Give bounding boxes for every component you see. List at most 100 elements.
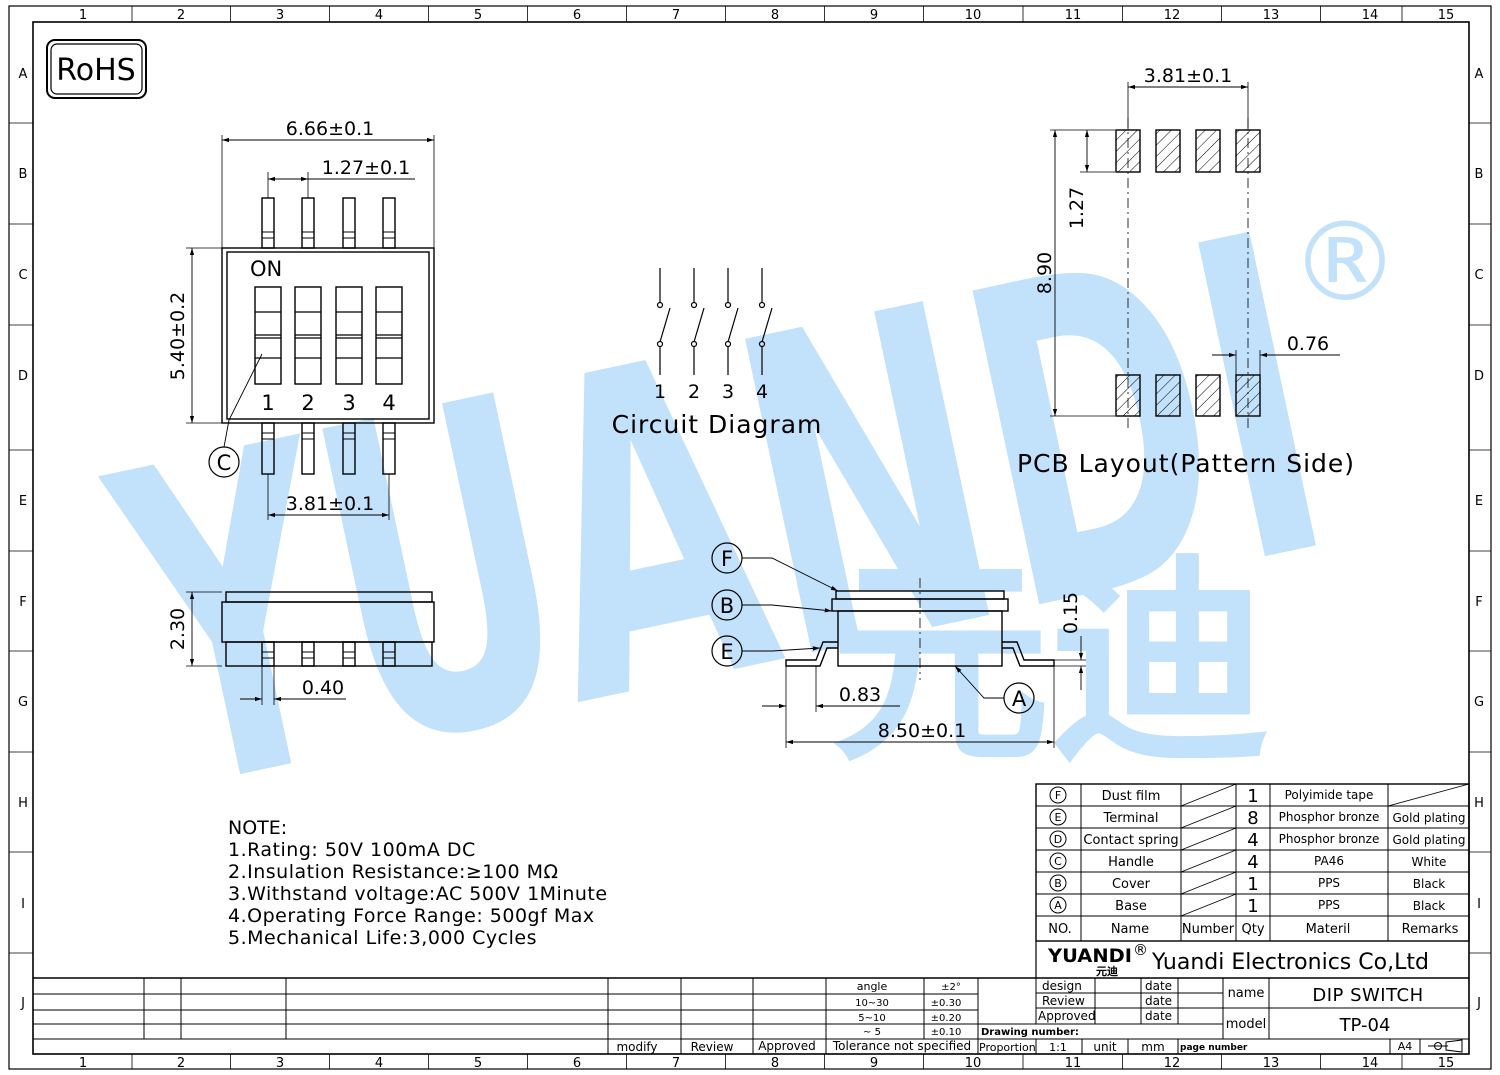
bom-name: Handle [1108, 855, 1154, 870]
bom-remarks: Black [1413, 877, 1446, 891]
paper-size: A4 [1398, 1040, 1413, 1053]
tol-t1: ±0.30 [931, 998, 962, 1009]
bottom-pin [301, 422, 315, 475]
pcb-dim-pitch: 1.27 [1066, 187, 1088, 229]
tol-label: Tolerance not specified [832, 1039, 971, 1053]
bom-mark: C [1054, 855, 1062, 868]
frame-col-number: 7 [672, 1056, 680, 1071]
callout-e: E [720, 640, 733, 664]
frame-col-number: 12 [1164, 8, 1181, 23]
frame-row-letter: J [1476, 996, 1481, 1011]
company-logo-text: YUANDI [1047, 945, 1132, 967]
frame-col-number: 5 [474, 1056, 482, 1071]
top-dim-pin-span: 3.81±0.1 [286, 493, 374, 515]
frame-row-letter: D [18, 369, 28, 384]
bom-name: Cover [1112, 877, 1151, 892]
rohs-badge: RoHS [46, 39, 147, 99]
bom-remarks: Gold plating [1393, 811, 1466, 825]
section-dim-083: 0.83 [839, 684, 881, 706]
frame-row-letter: E [1475, 494, 1483, 509]
frame-row-letter: H [18, 796, 28, 811]
frame-col-number: 4 [375, 1056, 383, 1071]
bom-material: PPS [1318, 876, 1340, 890]
circuit-title: Circuit Diagram [612, 410, 823, 439]
pcb-layout [1050, 82, 1340, 430]
circuit-number: 4 [756, 381, 768, 403]
note-line: 2.Insulation Resistance:≥100 MΩ [228, 861, 559, 883]
bom-qty: 1 [1247, 786, 1258, 807]
frame-row-letter: C [1474, 268, 1483, 283]
frame-col-number: 1 [79, 1056, 87, 1071]
frame-row-letter: A [1475, 67, 1484, 82]
model-label: model [1226, 1017, 1266, 1032]
pcb-pad [1195, 129, 1221, 173]
design-label: design [1042, 979, 1082, 993]
bom-material: Phosphor bronze [1279, 832, 1380, 846]
review-bottom-label: Review [691, 1040, 734, 1054]
company-logo-mark: ® [1133, 941, 1148, 959]
top-pin [261, 197, 275, 249]
notes-title: NOTE: [228, 817, 287, 839]
bom-header-no: NO. [1048, 922, 1072, 937]
bom-qty: 1 [1247, 896, 1258, 917]
bom-qty: 8 [1247, 808, 1258, 829]
bom-header-remarks: Remarks [1402, 922, 1459, 937]
frame-col-number: 14 [1362, 1056, 1379, 1071]
pcb-pad [1155, 374, 1181, 417]
bom-name: Dust film [1102, 789, 1161, 804]
note-line: 4.Operating Force Range: 500gf Max [228, 905, 595, 927]
approved-label: Approved [1038, 1009, 1096, 1023]
frame-col-number: 5 [474, 8, 482, 23]
tolerance-table: angle ±2° 10~30 ±0.30 5~10 ±0.20 ~ 5 ±0.… [832, 980, 971, 1053]
frame-col-number: 15 [1438, 8, 1455, 23]
section-view [711, 542, 1086, 748]
tol-r3: ~ 5 [863, 1027, 881, 1038]
bom-remarks: Black [1413, 899, 1446, 913]
frame-col-number: 2 [177, 1056, 185, 1071]
frame-row-letter: J [20, 996, 25, 1011]
bom-name: Terminal [1103, 811, 1159, 826]
top-view [186, 135, 435, 520]
watermark-cn: 元迪 [830, 536, 1270, 792]
frame-column-numbers: 1122334455667788991010111112121313141415… [79, 6, 1454, 1071]
mm-label: mm [1141, 1040, 1164, 1054]
bom-header-material: Materil [1306, 922, 1351, 937]
frame-col-number: 9 [870, 8, 878, 23]
side-view [186, 591, 435, 705]
switch-number: 1 [261, 391, 274, 415]
bom-mark: B [1054, 877, 1062, 890]
bom-remarks: Gold plating [1393, 833, 1466, 847]
callout-c: C [217, 451, 232, 475]
note-line: 5.Mechanical Life:3,000 Cycles [228, 927, 537, 949]
callout-f: F [721, 547, 733, 571]
frame-col-number: 13 [1263, 8, 1280, 23]
rohs-label: RoHS [56, 53, 135, 88]
unit-label: unit [1093, 1040, 1117, 1054]
drawing-number-label: Drawing number: [981, 1027, 1079, 1038]
bom-name: Base [1115, 899, 1147, 914]
drawing-model: TP-04 [1339, 1015, 1391, 1036]
frame-col-number: 3 [276, 1056, 284, 1071]
bom-mark: D [1054, 833, 1062, 846]
tol-t3: ±0.10 [931, 1027, 962, 1038]
frame-row-letter: E [19, 494, 27, 509]
tol-t2: ±0.20 [931, 1013, 962, 1024]
frame-row-letter: G [18, 695, 28, 710]
top-pin [382, 197, 396, 249]
bom-header-number: Number [1182, 922, 1235, 937]
company-logo: YUANDI 元迪 ® [1047, 941, 1148, 978]
switch-number: 4 [382, 391, 395, 415]
drawing-frame [8, 5, 1492, 1070]
bom-mark: A [1054, 899, 1062, 912]
drawing-name: DIP SWITCH [1312, 985, 1423, 1006]
watermark: YUANDI 元迪 ® [78, 141, 1400, 892]
scale-value: 1:1 [1049, 1041, 1067, 1054]
frame-col-number: 6 [573, 8, 581, 23]
switch-number: 2 [301, 391, 314, 415]
bom-material: PA46 [1314, 854, 1344, 868]
frame-row-letter: B [1475, 167, 1484, 182]
circuit-number: 1 [654, 381, 666, 403]
callout-b: B [720, 594, 734, 618]
